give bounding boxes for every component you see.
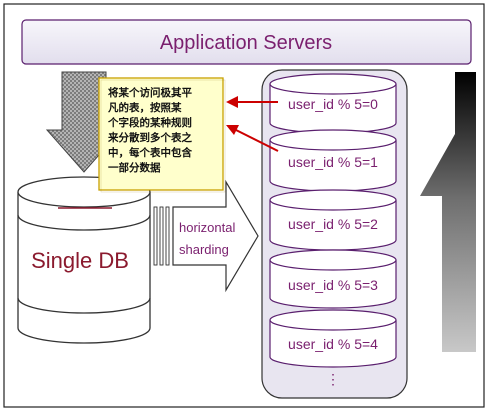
sharding-label-line2: sharding (179, 242, 229, 257)
shard-label-2: user_id % 5=2 (288, 216, 378, 232)
note-pointer-arrows (226, 96, 279, 152)
shard-cylinder-0: user_id % 5=0 (269, 73, 397, 134)
single-db-cylinder: Single DB (17, 176, 151, 344)
pointer-head-0 (226, 96, 238, 108)
note-line-5: 一部分数据 (108, 161, 161, 174)
shard-cylinder-1: user_id % 5=1 (269, 129, 397, 192)
shard-label-1: user_id % 5=1 (288, 154, 378, 170)
horizontal-sharding-arrow: horizontal sharding (153, 179, 259, 293)
note-line-1: 凡的表，按照某 (108, 101, 182, 114)
note-line-2: 个字段的某种规则 (107, 116, 192, 129)
banner-title: Application Servers (160, 32, 332, 54)
note-line-4: 中，每个表中包含 (108, 146, 192, 159)
shard-cylinder-3: user_id % 5=3 (269, 249, 397, 309)
note-line-3: 来分散到多个表之 (107, 131, 192, 144)
application-servers-banner: Application Servers (21, 19, 472, 65)
pointer-head-1 (226, 125, 239, 135)
pointer-line-1 (235, 129, 279, 152)
shard-label-3: user_id % 5=3 (288, 277, 378, 293)
sharding-label-line1: horizontal (179, 220, 235, 235)
more-shards-ellipsis: ⋮ (326, 371, 340, 387)
up-arrow-icon (420, 72, 476, 352)
shard-cylinder-4: user_id % 5=4 (269, 309, 397, 368)
note-line-0: 将某个访问极其平 (108, 86, 192, 99)
single-db-label: Single DB (31, 248, 129, 273)
shard-label-4: user_id % 5=4 (288, 336, 378, 352)
sharding-note: 将某个访问极其平 凡的表，按照某 个字段的某种规则 来分散到多个表之 中，每个表… (98, 77, 226, 193)
shard-label-0: user_id % 5=0 (288, 96, 378, 112)
shard-cylinder-2: user_id % 5=2 (269, 189, 397, 251)
